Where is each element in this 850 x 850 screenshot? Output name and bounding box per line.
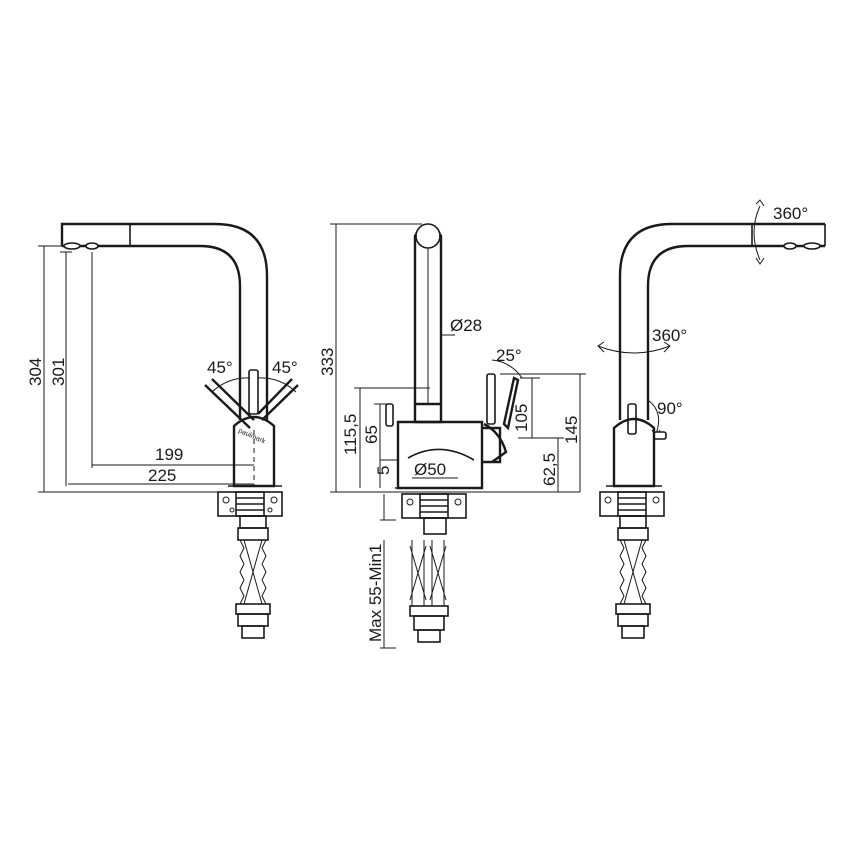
dim-62-5: 62,5 xyxy=(540,453,559,486)
lever-handles xyxy=(204,369,299,429)
mounting-block xyxy=(217,491,283,517)
flex-hoses-center xyxy=(409,540,449,643)
dim-145: 145 xyxy=(562,416,581,444)
dim-diameter-50: Ø50 xyxy=(414,460,446,479)
left-dimension-lines xyxy=(38,245,254,493)
dim-333: 333 xyxy=(318,348,337,376)
dim-225: 225 xyxy=(148,466,176,485)
angle-45-left: 45° xyxy=(207,358,233,377)
dim-105: 105 xyxy=(512,404,531,432)
mounting-block-right xyxy=(599,491,665,517)
angle-25: 25° xyxy=(496,346,522,365)
mounting-block-center xyxy=(401,493,467,519)
dim-diameter-28: Ø28 xyxy=(450,316,482,335)
dim-199: 199 xyxy=(155,445,183,464)
brand-logo: paulmark xyxy=(237,427,267,445)
flex-hoses-right xyxy=(615,527,651,639)
flex-hoses xyxy=(235,527,271,639)
dim-301: 301 xyxy=(49,358,68,386)
dim-max-55-min-1: Max 55-Min1 xyxy=(366,544,385,642)
angle-360-mid: 360° xyxy=(652,326,687,345)
dim-304: 304 xyxy=(26,358,45,386)
center-dimension-lines xyxy=(330,223,586,649)
angle-360-top: 360° xyxy=(773,204,808,223)
dim-65: 65 xyxy=(362,425,381,444)
side-lever xyxy=(483,359,523,463)
dim-5: 5 xyxy=(374,466,393,475)
right-side-view: 360° 360° 90° xyxy=(597,199,826,639)
spray-head-nozzles-right xyxy=(783,242,821,250)
dim-115-5: 115,5 xyxy=(341,414,360,455)
left-side-view: paulmark xyxy=(26,222,299,639)
angle-90: 90° xyxy=(657,399,683,418)
spray-head-nozzles xyxy=(63,242,99,250)
angle-45-right: 45° xyxy=(272,358,298,377)
front-view: 333 Ø28 25° 115,5 65 5 Ø50 105 145 62,5 … xyxy=(318,223,586,649)
